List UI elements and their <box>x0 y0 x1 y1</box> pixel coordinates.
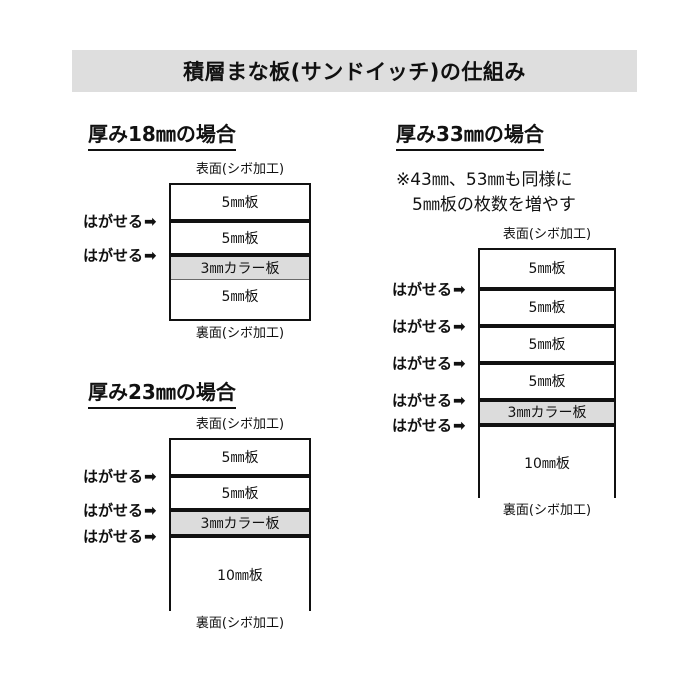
back-face-label-18mm: 裏面(シボ加工) <box>195 325 285 341</box>
layer-18mm-3: 3㎜カラー板 <box>171 252 309 279</box>
peelable-label: はがせる <box>83 246 144 265</box>
peelable-callout-18mm-1: はがせる➡ <box>83 211 157 232</box>
peelable-label: はがせる <box>83 501 144 520</box>
stack-diagram-18mm: 表面(シボ加工) 5㎜板 5㎜板 3㎜カラー板 5㎜板 裏面(シボ加工) <box>169 160 311 345</box>
layer-33mm-1: 5㎜板 <box>480 249 614 287</box>
layer-33mm-4: 5㎜板 <box>480 360 614 398</box>
layer-23mm-2: 5㎜板 <box>171 473 309 508</box>
layer-18mm-2: 5㎜板 <box>171 218 309 253</box>
peelable-label: はがせる <box>392 391 453 410</box>
section-heading-23mm: 厚み23㎜の場合 <box>88 376 236 409</box>
peelable-callout-33mm-3: はがせる➡ <box>392 353 466 374</box>
layer-label: 10㎜板 <box>217 568 263 585</box>
layer-label: 5㎜板 <box>221 289 259 306</box>
peelable-label: はがせる <box>83 527 144 546</box>
thickness-note-line-2: 5㎜板の枚数を増やす <box>412 194 576 215</box>
peelable-callout-33mm-4: はがせる➡ <box>392 390 466 411</box>
page-title: 積層まな板(サンドイッチ)の仕組み <box>183 60 526 84</box>
diagram-title-band: 積層まな板(サンドイッチ)の仕組み <box>72 50 637 92</box>
peelable-callout-23mm-3: はがせる➡ <box>83 526 157 547</box>
right-arrow-icon: ➡ <box>453 280 466 299</box>
right-arrow-icon: ➡ <box>144 467 157 486</box>
layer-33mm-3: 5㎜板 <box>480 323 614 361</box>
layer-23mm-1: 5㎜板 <box>171 439 309 474</box>
right-arrow-icon: ➡ <box>453 317 466 336</box>
stack-diagram-33mm: 表面(シボ加工) 5㎜板 5㎜板 5㎜板 5㎜板 3㎜カラー板 10㎜板 裏面(シボ加工) <box>478 225 616 522</box>
layer-23mm-4: 10㎜板 <box>171 533 309 613</box>
layer-label: 5㎜板 <box>221 230 259 247</box>
peelable-callout-23mm-1: はがせる➡ <box>83 466 157 487</box>
front-face-label-23mm: 表面(シボ加工) <box>195 417 285 432</box>
layer-23mm-3: 3㎜カラー板 <box>171 507 309 534</box>
stack-box-33mm: 5㎜板 5㎜板 5㎜板 5㎜板 3㎜カラー板 10㎜板 <box>478 247 616 500</box>
peelable-callout-33mm-1: はがせる➡ <box>392 279 466 300</box>
peelable-label: はがせる <box>392 317 453 336</box>
layer-33mm-2: 5㎜板 <box>480 286 614 324</box>
right-arrow-icon: ➡ <box>453 354 466 373</box>
layer-label: 5㎜板 <box>221 194 259 211</box>
peelable-callout-33mm-5: はがせる➡ <box>392 415 466 436</box>
right-arrow-icon: ➡ <box>453 416 466 435</box>
section-heading-18mm: 厚み18㎜の場合 <box>88 118 236 151</box>
front-face-label-18mm: 表面(シボ加工) <box>195 162 285 177</box>
layer-label: 5㎜板 <box>221 485 259 502</box>
layer-label: 5㎜板 <box>528 374 566 391</box>
right-arrow-icon: ➡ <box>144 212 157 231</box>
peelable-label: はがせる <box>392 280 453 299</box>
stack-box-23mm: 5㎜板 5㎜板 3㎜カラー板 10㎜板 <box>169 437 311 613</box>
right-arrow-icon: ➡ <box>144 527 157 546</box>
layer-label: 3㎜カラー板 <box>507 405 587 422</box>
layer-label: 10㎜板 <box>524 456 570 473</box>
layer-18mm-4: 5㎜板 <box>171 278 309 313</box>
layer-18mm-1: 5㎜板 <box>171 184 309 219</box>
thickness-note: ※43㎜、53㎜も同様に 5㎜板の枚数を増やす <box>396 168 576 217</box>
right-arrow-icon: ➡ <box>453 391 466 410</box>
peelable-callout-18mm-2: はがせる➡ <box>83 245 157 266</box>
layer-label: 5㎜板 <box>221 449 259 466</box>
stack-box-18mm: 5㎜板 5㎜板 3㎜カラー板 5㎜板 <box>169 182 311 321</box>
layer-33mm-6: 10㎜板 <box>480 422 614 500</box>
section-heading-33mm: 厚み33㎜の場合 <box>396 118 544 151</box>
layer-label: 5㎜板 <box>528 300 566 317</box>
layer-label: 5㎜板 <box>528 337 566 354</box>
peelable-label: はがせる <box>83 467 144 486</box>
layer-label: 5㎜板 <box>528 261 566 278</box>
peelable-label: はがせる <box>83 212 144 231</box>
right-arrow-icon: ➡ <box>144 246 157 265</box>
thickness-note-line-1: ※43㎜、53㎜も同様に <box>396 170 573 190</box>
peelable-callout-23mm-2: はがせる➡ <box>83 500 157 521</box>
layer-33mm-5: 3㎜カラー板 <box>480 397 614 423</box>
peelable-label: はがせる <box>392 416 453 435</box>
front-face-label-33mm: 表面(シボ加工) <box>502 227 592 242</box>
peelable-callout-33mm-2: はがせる➡ <box>392 316 466 337</box>
right-arrow-icon: ➡ <box>144 501 157 520</box>
back-face-label-33mm: 裏面(シボ加工) <box>502 502 592 518</box>
stack-diagram-23mm: 表面(シボ加工) 5㎜板 5㎜板 3㎜カラー板 10㎜板 裏面(シボ加工) <box>169 415 311 635</box>
peelable-label: はがせる <box>392 354 453 373</box>
back-face-label-23mm: 裏面(シボ加工) <box>195 615 285 631</box>
layer-label: 3㎜カラー板 <box>200 260 280 277</box>
layer-label: 3㎜カラー板 <box>200 515 280 532</box>
